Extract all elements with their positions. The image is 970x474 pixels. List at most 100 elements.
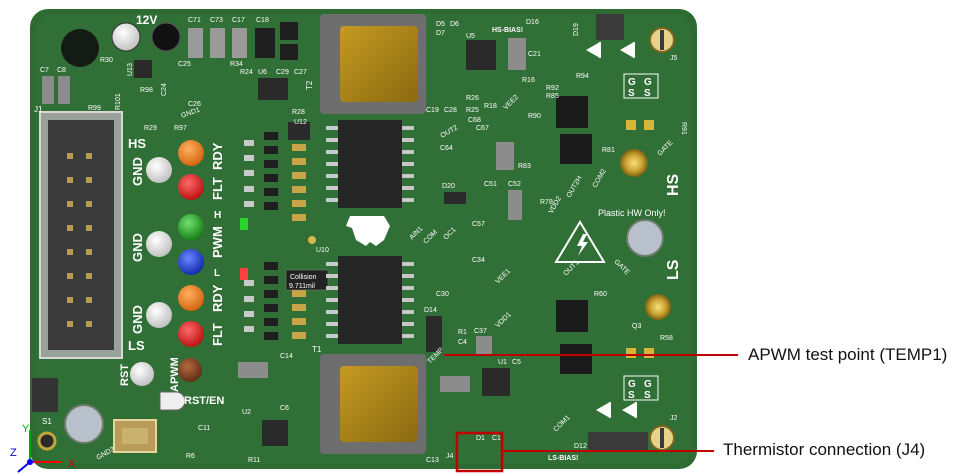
label-d16: D16 [526,19,539,26]
des-c18: C18 [256,17,269,24]
tp-pwm-h [178,214,204,240]
diode-d20 [444,192,466,204]
des-c68: C68 [468,117,481,124]
label-rdy: RDY [210,142,225,170]
label-r60: R60 [594,291,607,298]
header-j1-shroud [48,120,114,350]
des-r29: R29 [144,125,157,132]
gs-top-s2: S [644,88,651,99]
terminal-j5-slot [660,30,664,50]
label-c30: C30 [436,291,449,298]
label-r58: R58 [660,335,673,342]
des-r16: R16 [522,77,535,84]
ic-driver-bottom [338,256,402,344]
label-s1: S1 [42,417,52,426]
cap-bank-3 [232,28,247,58]
label-gnd2: GND [130,233,145,262]
des-c64: C64 [440,145,453,152]
axis-triad [17,430,62,473]
des-r18: R18 [484,103,497,110]
label-j1: J1 [34,105,43,114]
label-rst-en: RST/EN [184,395,224,407]
testpoints-hs [130,140,204,411]
mounting-hole-right [626,219,664,257]
gs-top-s1: S [628,88,635,99]
callout-thermistor-text: Thermistor connection (J4) [723,440,926,459]
ic-u13 [134,60,152,78]
diode-pair-top [586,42,635,58]
ti-logo [346,216,390,246]
des-d7: D7 [436,30,445,37]
des-c17: C17 [232,17,245,24]
fet-bottom-2 [560,344,592,374]
ic-u6 [258,78,288,100]
label-h-tag: H [214,210,221,221]
label-c1: C1 [492,435,501,442]
des-r94: R94 [576,73,589,80]
des-r78: R78 [540,199,553,206]
des-r92: R92 [546,85,559,92]
cap-tall-d19 [596,14,624,40]
label-rst: RST [119,364,131,386]
terminal-12v-black [151,22,181,52]
label-apwm: APWM [169,357,181,392]
cap-bank-2 [210,28,225,58]
label-c13: C13 [426,457,439,464]
ic-u12 [288,122,310,140]
tp-apwm [178,358,202,382]
terminal-j2-slot [660,428,664,448]
gs-box-top [623,73,659,99]
label-c52: C52 [508,181,521,188]
mounting-hole-bottom-left [64,404,104,444]
label-hs: HS [665,173,682,196]
ic-u2 [262,420,288,446]
label-ls: LS [665,259,682,280]
cap-bank-6 [280,44,298,60]
des-r83: R83 [518,163,531,170]
collision-title: Collision [290,274,317,281]
transformer-t2-core [340,26,418,102]
label-u10: U10 [316,247,329,254]
tp-flt-ls [178,321,204,347]
des-c24: C24 [161,83,168,96]
gs-pads-top [626,120,654,130]
cap-column-right [292,144,306,339]
gs-bot-g1: G [628,379,636,390]
cap-bank-4 [255,28,275,58]
label-ls-bias: LS-BIAS! [548,455,578,462]
ic-u1 [482,368,510,396]
fet-top-2 [560,134,592,164]
tp-rdy-ls [178,285,204,311]
tp-pwm-l [178,249,204,275]
gs-bot-s1: S [628,390,635,401]
axis-x-label: X [68,458,76,470]
hv-warning-icon [554,220,606,263]
des-c73: C73 [210,17,223,24]
des-c21: C21 [528,51,541,58]
cap-bottom-row [238,362,268,378]
label-c57: C57 [472,221,485,228]
label-c11: C11 [198,425,210,432]
sma-hs [620,149,648,177]
tp-flt-hs [178,174,204,200]
label-j5: J5 [670,55,678,62]
label-c34: C34 [472,257,485,264]
cap-bank-5 [280,22,298,40]
des-c19: C19 [426,107,439,114]
label-j4: J4 [446,453,454,460]
des-r28: R28 [292,109,305,116]
label-u1: U1 [498,359,507,366]
tp-gnd-hs [146,157,172,183]
label-r81: R81 [602,147,615,154]
led-d3 [240,218,248,230]
label-12v: 12V [136,13,157,27]
mounting-hole-top-left [61,29,99,67]
des-d5: D5 [436,21,445,28]
label-c51: C51 [484,181,497,188]
label-rdy2: RDY [210,284,225,312]
label-r11: R11 [248,457,260,464]
label-c14: C14 [280,353,293,360]
tp-gnd-mid [146,231,172,257]
label-u2: U2 [242,409,251,416]
